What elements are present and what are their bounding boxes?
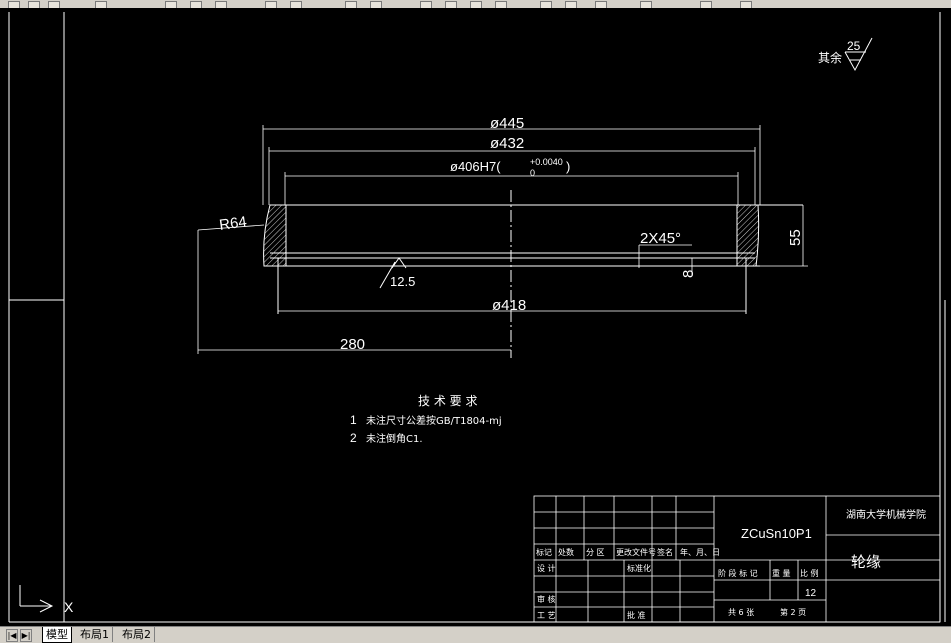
ucs-x-label: X bbox=[64, 599, 74, 615]
header-sign: 签名 bbox=[657, 547, 673, 557]
sheet-number: 第 2 页 bbox=[780, 607, 806, 617]
tab-layout2[interactable]: 布局2 bbox=[119, 627, 155, 642]
model-space-canvas[interactable]: 其余 25 bbox=[0, 8, 951, 626]
school-label: 湖南大学机械学院 bbox=[846, 508, 926, 521]
header-change-doc: 更改文件号 bbox=[616, 547, 656, 557]
dim-d406-close: ) bbox=[566, 159, 570, 174]
dim-chamfer: 2X45° bbox=[640, 230, 681, 247]
dim-d406-upper: +0.0040 bbox=[530, 157, 563, 167]
dim-roughness-12-5: 12.5 bbox=[390, 274, 415, 289]
tech-req-item-2-text: 未注倒角C1. bbox=[366, 432, 423, 445]
header-zone: 分 区 bbox=[586, 548, 605, 557]
roughness-other-value: 25 bbox=[847, 39, 861, 53]
dim-d418: ø418 bbox=[492, 297, 526, 314]
tech-req-item-2-num: 2 bbox=[350, 431, 357, 445]
roughness-symbol bbox=[379, 257, 407, 289]
scale-value: 12 bbox=[805, 588, 817, 599]
row-review: 审 核 bbox=[537, 594, 556, 604]
dim-d406-lower: 0 bbox=[530, 168, 535, 178]
sheets-total: 共 6 张 bbox=[728, 608, 754, 617]
dimension-lines bbox=[197, 125, 808, 354]
scale-header: 比 例 bbox=[800, 568, 819, 578]
tech-requirements: 技 术 要 求 1 未注尺寸公差按GB/T1804-mj 2 未注倒角C1. bbox=[350, 394, 502, 445]
tech-req-item-1-num: 1 bbox=[350, 413, 357, 427]
roughness-other-symbol: 其余 25 bbox=[818, 37, 873, 72]
roughness-other-label: 其余 bbox=[818, 50, 842, 65]
first-tab-button[interactable]: |◀ bbox=[6, 629, 18, 642]
row-standard: 标准化 bbox=[627, 563, 651, 573]
row-design: 设 计 bbox=[537, 563, 556, 573]
material-label: ZCuSn10P1 bbox=[741, 526, 812, 541]
header-count: 处数 bbox=[558, 547, 574, 557]
dim-280: 280 bbox=[340, 336, 365, 353]
layout-tab-bar: |◀ ▶| 模型 布局1 布局2 bbox=[0, 626, 951, 643]
tech-req-item-1-text: 未注尺寸公差按GB/T1804-mj bbox=[366, 414, 502, 427]
last-tab-button[interactable]: ▶| bbox=[20, 629, 32, 642]
ucs-icon bbox=[19, 585, 54, 613]
header-mark: 标记 bbox=[536, 547, 552, 557]
row-process: 工 艺 bbox=[537, 611, 556, 620]
tech-req-title: 技 术 要 求 bbox=[418, 394, 477, 408]
dim-d406: ø406H7( bbox=[450, 159, 501, 174]
row-approve: 批 准 bbox=[627, 610, 646, 620]
dim-8: 8 bbox=[680, 270, 697, 278]
part-section bbox=[263, 204, 803, 314]
stage-header: 阶 段 标 记 bbox=[718, 568, 758, 578]
tab-layout1[interactable]: 布局1 bbox=[77, 627, 113, 642]
dim-d445: ø445 bbox=[490, 115, 524, 132]
weight-header: 重 量 bbox=[772, 568, 791, 578]
tab-model[interactable]: 模型 bbox=[42, 627, 72, 643]
header-date: 年、月、日 bbox=[680, 547, 720, 557]
part-name-label: 轮缘 bbox=[851, 553, 881, 571]
dim-d432: ø432 bbox=[490, 135, 524, 152]
dim-55: 55 bbox=[787, 229, 804, 246]
dim-r64: R64 bbox=[218, 213, 248, 234]
title-block bbox=[533, 495, 941, 623]
